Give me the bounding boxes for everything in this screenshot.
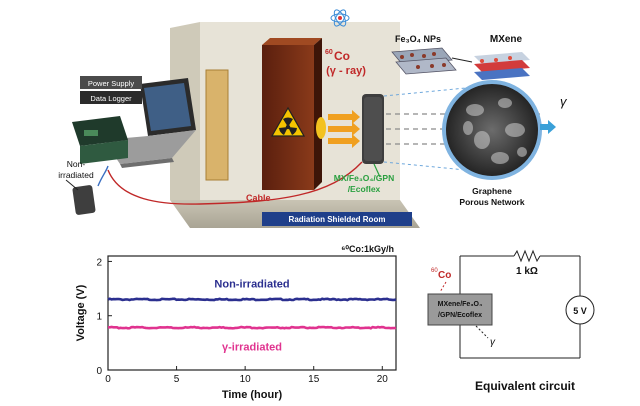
fe3o4-nanoparticles (391, 47, 457, 75)
x-tick-label: 0 (105, 374, 111, 385)
non-irradiated-label-1: Non- (67, 159, 86, 169)
y-tick-label: 0 (96, 366, 102, 377)
sample-label-2: /Ecoflex (348, 184, 381, 194)
cable-red (107, 161, 363, 205)
data-logger-box (80, 91, 142, 104)
gamma-ray-arrows (328, 110, 360, 148)
y-tick-label: 1 (96, 312, 102, 323)
co-source-element: Co (334, 49, 350, 63)
graphene-network-zoom (442, 80, 542, 180)
gamma-ray-label: (γ - ray) (326, 65, 366, 77)
sample-element (427, 293, 493, 326)
x-tick-label: 5 (174, 374, 180, 385)
series-label-gamma-irradiated: γ-irradiated (222, 342, 282, 354)
chart-title: ⁶⁰Co:1kGy/h (341, 244, 394, 254)
y-axis-label: Voltage (V) (75, 284, 87, 341)
plot-frame (107, 255, 397, 371)
x-axis: 0 5 10 15 20 (105, 366, 388, 385)
series-lines (107, 297, 397, 330)
cable-label: Cable (246, 193, 271, 203)
cable-blue (97, 165, 109, 187)
data-logger-device (72, 116, 128, 164)
sample-label-1: MX/Fe₃O₄/GPN (334, 173, 394, 183)
room-label: Radiation Shielded Room (289, 215, 386, 224)
data-logger-label: Data Logger (90, 94, 132, 103)
equivalent-circuit (427, 249, 595, 359)
atom-icon (330, 9, 350, 27)
x-tick-label: 20 (377, 374, 389, 385)
graphene-label-1: Graphene (472, 186, 512, 196)
circuit-caption: Equivalent circuit (475, 379, 575, 393)
series-label-non-irradiated: Non-irradiated (214, 278, 289, 290)
room-label-banner (262, 212, 412, 226)
x-tick-label: 10 (240, 374, 252, 385)
circuit-co-element: Co (438, 270, 451, 281)
resistor-label: 1 kΩ (516, 266, 538, 277)
x-tick-label: 15 (308, 374, 320, 385)
mxene-label: MXene (490, 34, 523, 45)
power-supply-box (80, 76, 142, 89)
fe3o4-label: Fe₃O₄ NPs (395, 34, 441, 44)
circuit-sample-label-2: /GPN/Ecoflex (438, 312, 482, 319)
series-line (108, 325, 397, 330)
y-axis: 0 1 2 (96, 257, 112, 377)
x-axis-label: Time (hour) (222, 389, 283, 401)
non-irradiated-sample (72, 185, 96, 215)
voltage-chart: 0 5 10 15 20 0 1 2 ⁶⁰Co:1kGy/h Time (hour) Vol… (75, 244, 397, 401)
circuit-gamma-symbol: γ (490, 337, 496, 348)
mxene-layers (474, 52, 530, 80)
power-supply-label: Power Supply (88, 79, 135, 88)
circuit-sample-label-1: MXene/Fe₃O₄ (438, 301, 483, 308)
gamma-symbol: γ (560, 94, 568, 109)
y-tick-label: 2 (96, 257, 102, 268)
series-line (107, 297, 397, 302)
gamma-out-arrow (540, 120, 556, 134)
resistor-icon (513, 249, 541, 263)
source-label: 5 V (573, 306, 587, 316)
room-door (205, 69, 229, 181)
radiation-room-illustration (65, 9, 556, 228)
source-window (316, 117, 326, 139)
circuit-co-mass: 60 (431, 268, 438, 274)
laptop (104, 78, 196, 168)
graphene-label-2: Porous Network (459, 197, 524, 207)
non-irradiated-label-2: irradiated (58, 170, 94, 180)
co-source-mass: 60 (325, 49, 333, 56)
